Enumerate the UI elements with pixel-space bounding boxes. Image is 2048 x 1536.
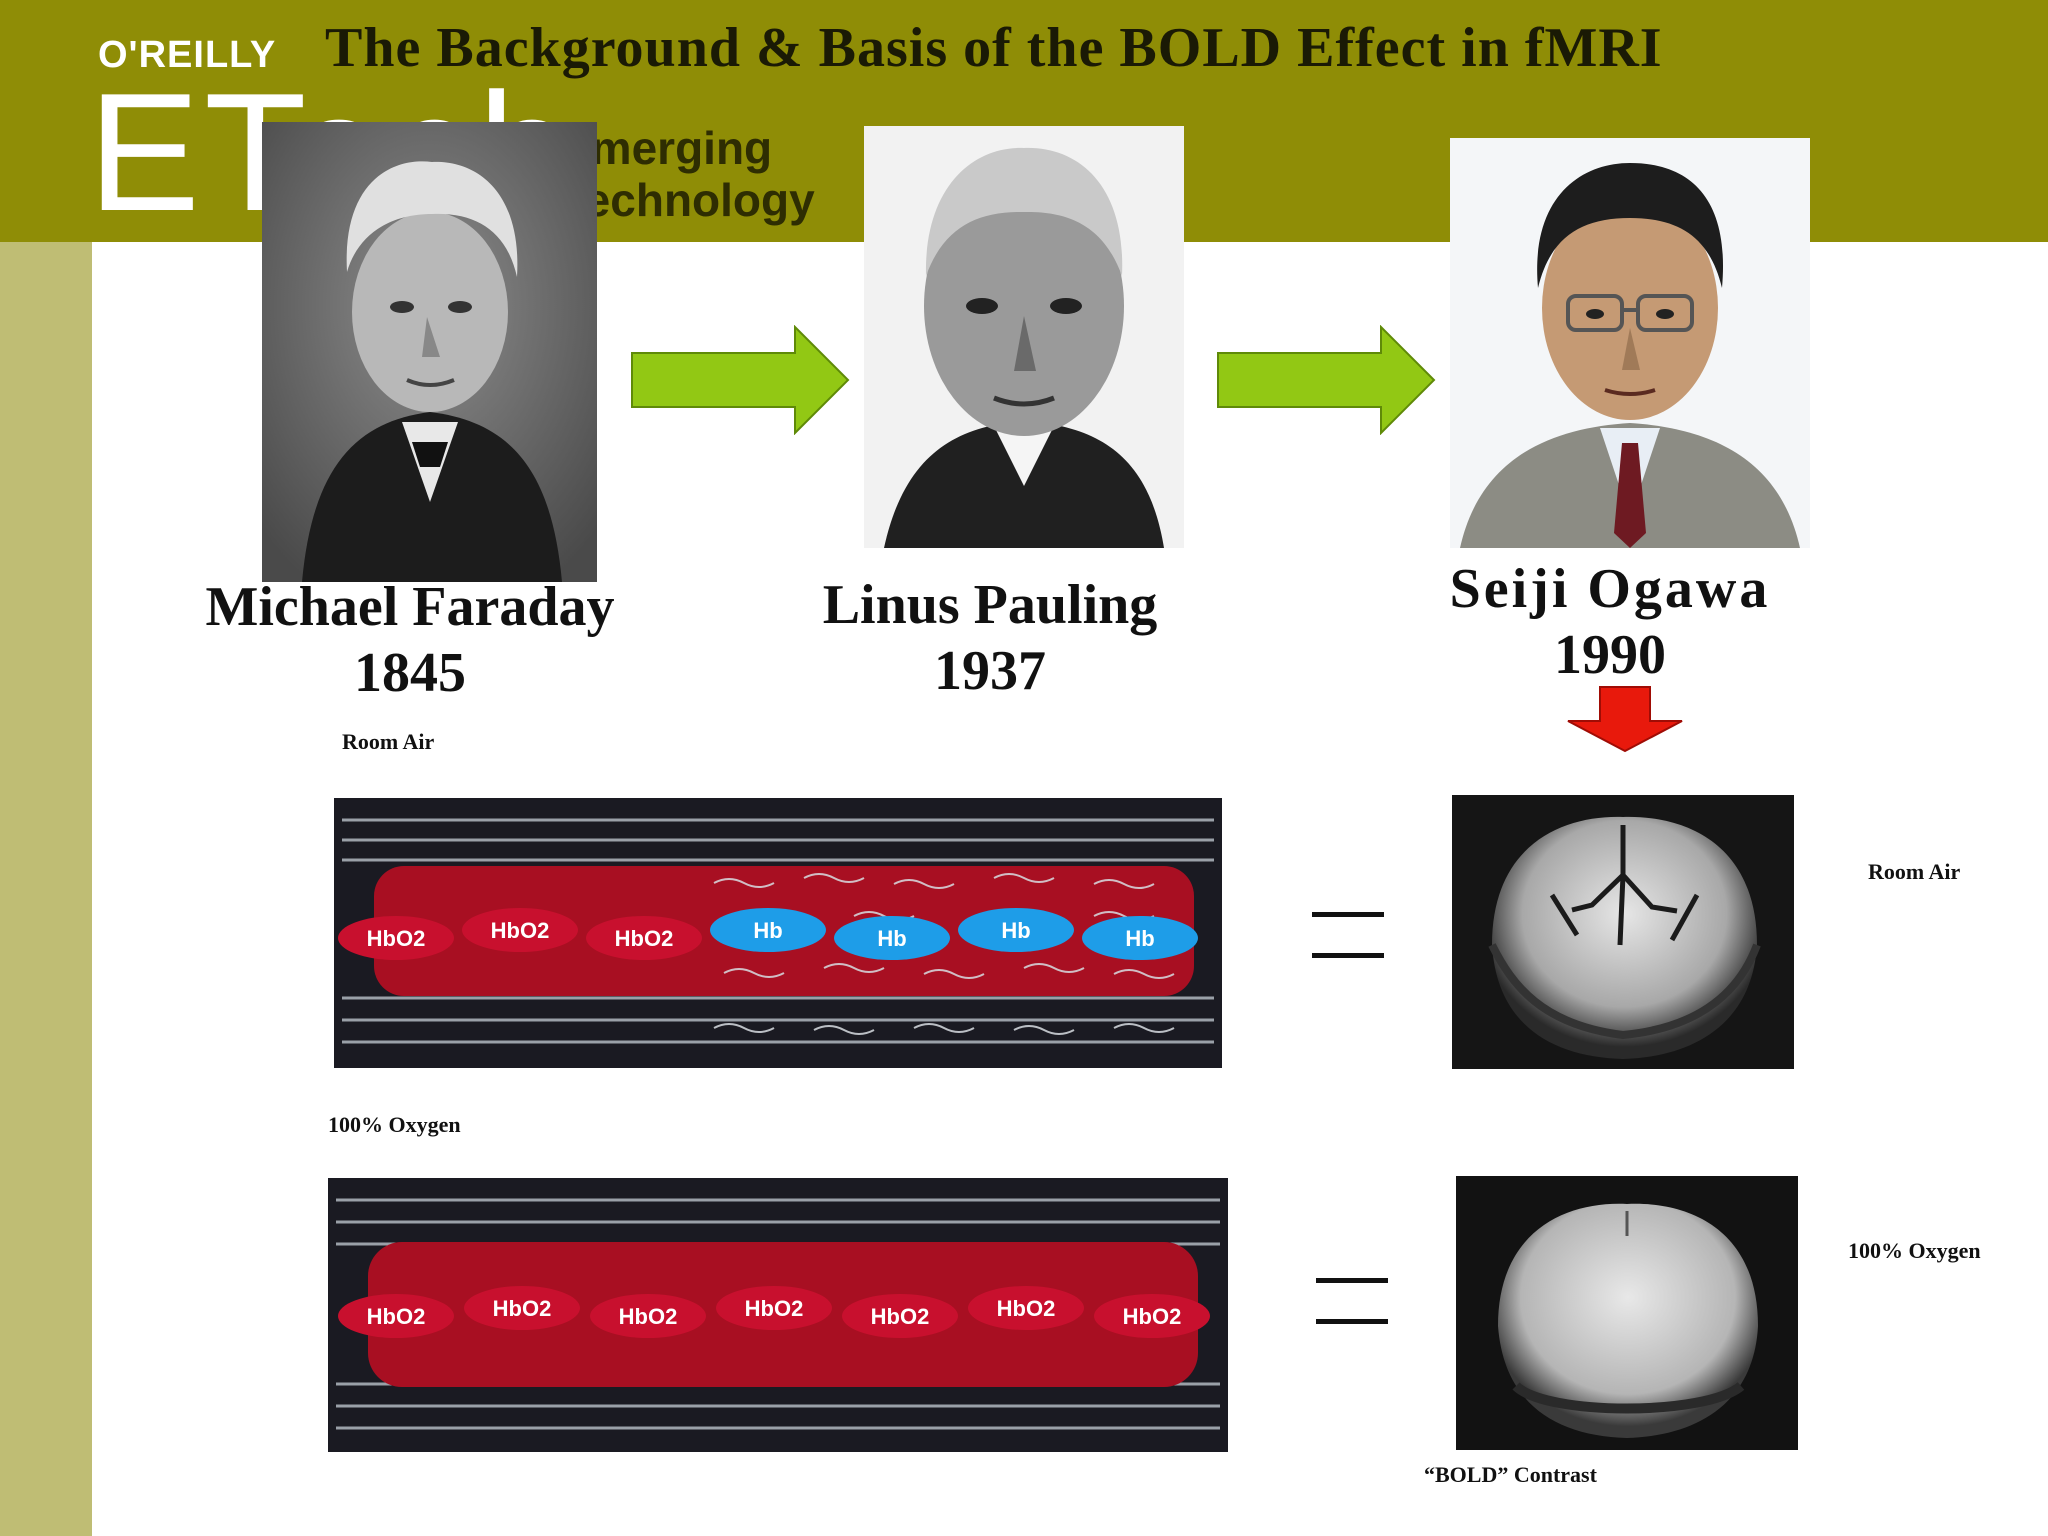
person-name: Michael Faraday [205,576,615,638]
slide-title: The Background & Basis of the BOLD Effec… [325,17,1663,79]
deoxy-cell [834,916,950,960]
cell-label: HbO2 [491,918,550,943]
logo-tagline: Emerging Technology Conference [560,122,815,232]
cell-label: Hb [1125,926,1154,951]
deoxy-cell [1082,916,1198,960]
mri-oxygen-image [1456,1176,1798,1450]
cell-label: HbO2 [493,1296,552,1321]
mri-room-air-image [1452,795,1794,1069]
oxy-cell [586,916,702,960]
room-air-label-right: Room Air [1868,859,1961,884]
ogawa-photo [1450,138,1810,548]
brand-name: O'REILLY [98,34,277,76]
cell-label: HbO2 [367,926,426,951]
equals-sign [1316,1278,1388,1324]
oxygen-label-right: 100% Oxygen [1848,1238,1981,1263]
cell-label: Hb [1001,918,1030,943]
cell-label: Hb [753,918,782,943]
oxy-cell [716,1286,832,1330]
person-year: 1845 [354,642,466,704]
cell-label: HbO2 [619,1304,678,1329]
cell-label: HbO2 [1123,1304,1182,1329]
person-name: Linus Pauling [822,574,1158,636]
equals-sign [1312,912,1384,958]
faraday-photo [262,122,597,582]
oxy-cell [338,916,454,960]
cell-label: HbO2 [745,1296,804,1321]
bold-contrast-label: “BOLD” Contrast [1424,1462,1597,1487]
oxy-cell [590,1294,706,1338]
cell-label: HbO2 [997,1296,1056,1321]
oxy-cell [338,1294,454,1338]
oxy-cell [968,1286,1084,1330]
cell-label: Hb [877,926,906,951]
pauling-photo [864,126,1184,548]
person-year: 1937 [934,640,1046,702]
room-air-label: Room Air [342,729,435,754]
person-name: Seiji Ogawa [1449,558,1771,620]
cell-label: HbO2 [871,1304,930,1329]
oxygen-label: 100% Oxygen [328,1112,461,1137]
person-label-ogawa: Seiji Ogawa 1990 [1400,556,1820,688]
arrow-right-icon [631,325,850,435]
oxygen-vessel-diagram: HbO2 HbO2 HbO2 HbO2 HbO2 HbO2 HbO2 [328,1178,1228,1452]
arrow-right-icon [1217,325,1436,435]
side-band [0,242,92,1536]
person-label-faraday: Michael Faraday 1845 [180,574,640,706]
cell-label: HbO2 [367,1304,426,1329]
oxy-cell [462,908,578,952]
arrow-down-icon [1567,686,1683,753]
oxy-cell [1094,1294,1210,1338]
cell-label: HbO2 [615,926,674,951]
oxy-cell [842,1294,958,1338]
person-label-pauling: Linus Pauling 1937 [770,572,1210,704]
deoxy-cell [958,908,1074,952]
oxy-cell [464,1286,580,1330]
deoxy-cell [710,908,826,952]
room-air-vessel-diagram: HbO2 HbO2 HbO2 Hb Hb Hb Hb [334,798,1222,1068]
person-year: 1990 [1554,624,1666,686]
